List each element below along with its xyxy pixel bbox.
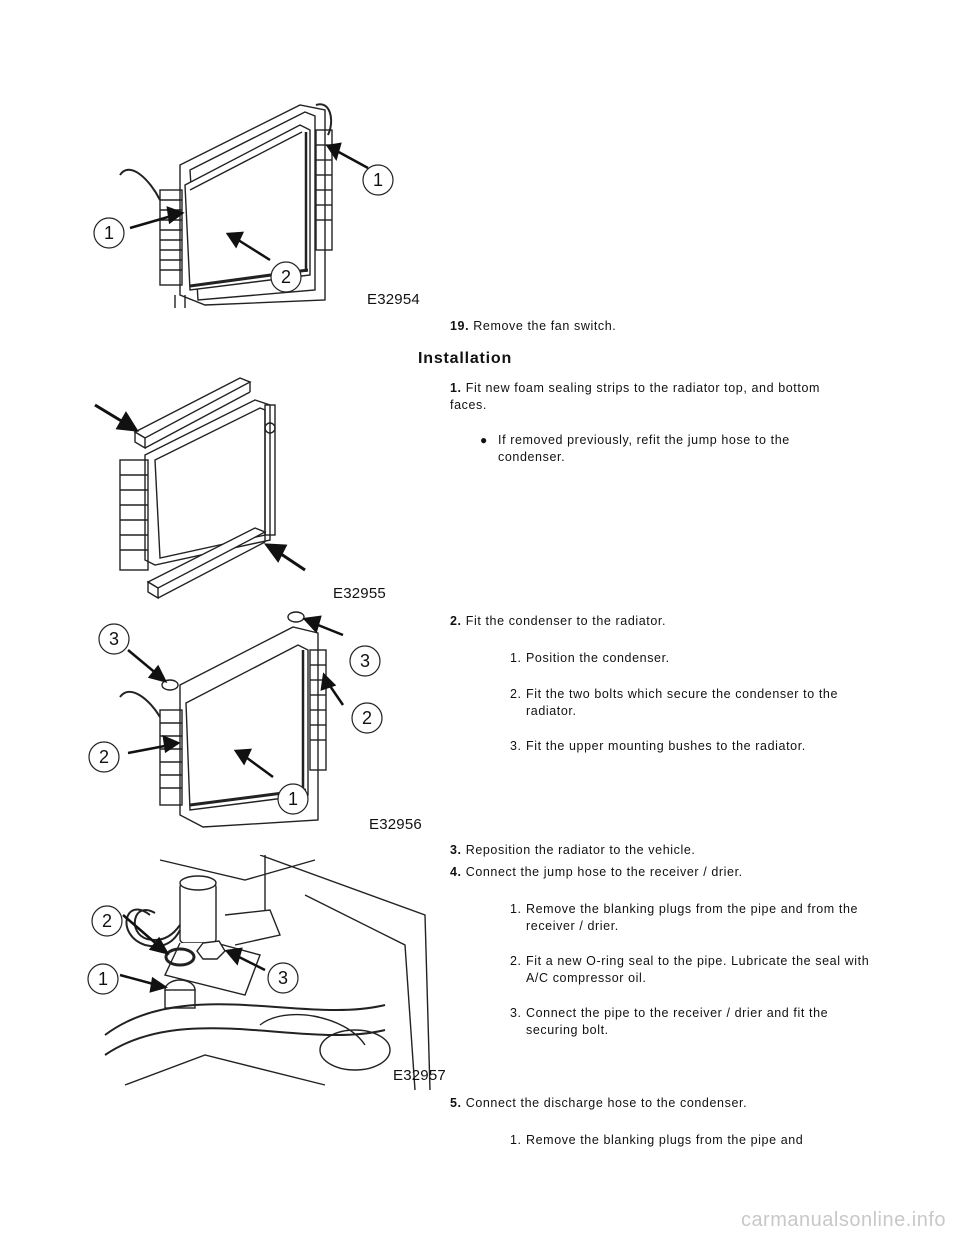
sub-number: 3. xyxy=(510,1006,522,1020)
figure-foam-strips xyxy=(90,370,420,605)
callout-3a: 3 xyxy=(109,629,119,649)
step-2: 2. Fit the condenser to the radiator. xyxy=(450,613,666,630)
sub-number: 2. xyxy=(510,687,522,701)
figure-jump-hose: 2 1 3 xyxy=(85,855,440,1090)
callout-1: 1 xyxy=(288,789,298,809)
step-4-sub-2: 2. Fit a new O-ring seal to the pipe. Lu… xyxy=(510,953,870,987)
callout-2b: 2 xyxy=(99,747,109,767)
callout-2: 2 xyxy=(281,267,291,287)
callout-1b: 1 xyxy=(373,170,383,190)
step-text: Remove the fan switch. xyxy=(473,319,617,333)
step-2-sub-1: 1. Position the condenser. xyxy=(510,650,870,667)
step-4: 4. Connect the jump hose to the receiver… xyxy=(450,864,743,881)
sub-text: Remove the blanking plugs from the pipe … xyxy=(526,1133,804,1147)
figure-label-e32954: E32954 xyxy=(367,291,420,308)
sub-text: Fit a new O-ring seal to the pipe. Lubri… xyxy=(526,954,870,985)
bullet-text: If removed previously, refit the jump ho… xyxy=(498,433,790,464)
sub-text: Fit the two bolts which secure the conde… xyxy=(526,687,839,718)
section-heading-installation: Installation xyxy=(418,350,513,367)
callout-1a: 1 xyxy=(104,223,114,243)
sub-text: Fit the upper mounting bushes to the rad… xyxy=(526,739,806,753)
sub-number: 1. xyxy=(510,1133,522,1147)
step-3: 3. Reposition the radiator to the vehicl… xyxy=(450,842,695,859)
sub-text: Connect the pipe to the receiver / drier… xyxy=(526,1006,829,1037)
callout-1: 1 xyxy=(98,969,108,989)
sub-number: 1. xyxy=(510,902,522,916)
step-text: Connect the jump hose to the receiver / … xyxy=(465,865,743,879)
step-number: 2. xyxy=(450,614,462,628)
callout-3b: 3 xyxy=(360,651,370,671)
step-4-sub-1: 1. Remove the blanking plugs from the pi… xyxy=(510,901,870,935)
step-1-bullet: ● If removed previously, refit the jump … xyxy=(480,432,840,466)
step-text: Reposition the radiator to the vehicle. xyxy=(465,843,696,857)
sub-text: Position the condenser. xyxy=(526,651,670,665)
radiator-condenser-illustration: 1 1 2 xyxy=(93,103,394,308)
step-text: Fit new foam sealing strips to the radia… xyxy=(450,381,821,412)
step-number: 1. xyxy=(450,381,462,395)
callout-2: 2 xyxy=(102,911,112,931)
radiator-foam-strip-illustration xyxy=(94,377,306,600)
step-2-sub-2: 2. Fit the two bolts which secure the co… xyxy=(510,686,870,720)
step-5: 5. Connect the discharge hose to the con… xyxy=(450,1095,747,1112)
step-4-sub-3: 3. Connect the pipe to the receiver / dr… xyxy=(510,1005,870,1039)
watermark-footer: carmanualsonline.info xyxy=(740,1209,946,1231)
figure-label-e32957: E32957 xyxy=(393,1067,446,1084)
figure-label-e32956: E32956 xyxy=(369,816,422,833)
callout-3: 3 xyxy=(278,968,288,988)
figure-label-e32955: E32955 xyxy=(333,585,386,602)
sub-text: Remove the blanking plugs from the pipe … xyxy=(526,902,859,933)
step-19: 19. Remove the fan switch. xyxy=(450,318,616,335)
sub-number: 2. xyxy=(510,954,522,968)
bullet-icon: ● xyxy=(480,433,488,447)
step-1: 1. Fit new foam sealing strips to the ra… xyxy=(450,380,850,414)
step-number: 3. xyxy=(450,843,462,857)
step-number: 19. xyxy=(450,319,470,333)
sub-number: 1. xyxy=(510,651,522,665)
step-5-sub-1: 1. Remove the blanking plugs from the pi… xyxy=(510,1132,870,1149)
step-number: 5. xyxy=(450,1096,462,1110)
step-number: 4. xyxy=(450,865,462,879)
figure-fit-condenser: 3 3 2 2 1 xyxy=(88,605,418,833)
sub-number: 3. xyxy=(510,739,522,753)
step-text: Connect the discharge hose to the conden… xyxy=(465,1096,748,1110)
step-text: Fit the condenser to the radiator. xyxy=(465,614,667,628)
step-2-sub-3: 3. Fit the upper mounting bushes to the … xyxy=(510,738,870,755)
condenser-fitting-illustration: 3 3 2 2 1 xyxy=(88,611,383,828)
callout-2a: 2 xyxy=(362,708,372,728)
figure-radiator-removal: 1 1 2 xyxy=(90,90,420,315)
receiver-drier-illustration: 2 1 3 xyxy=(87,855,431,1090)
